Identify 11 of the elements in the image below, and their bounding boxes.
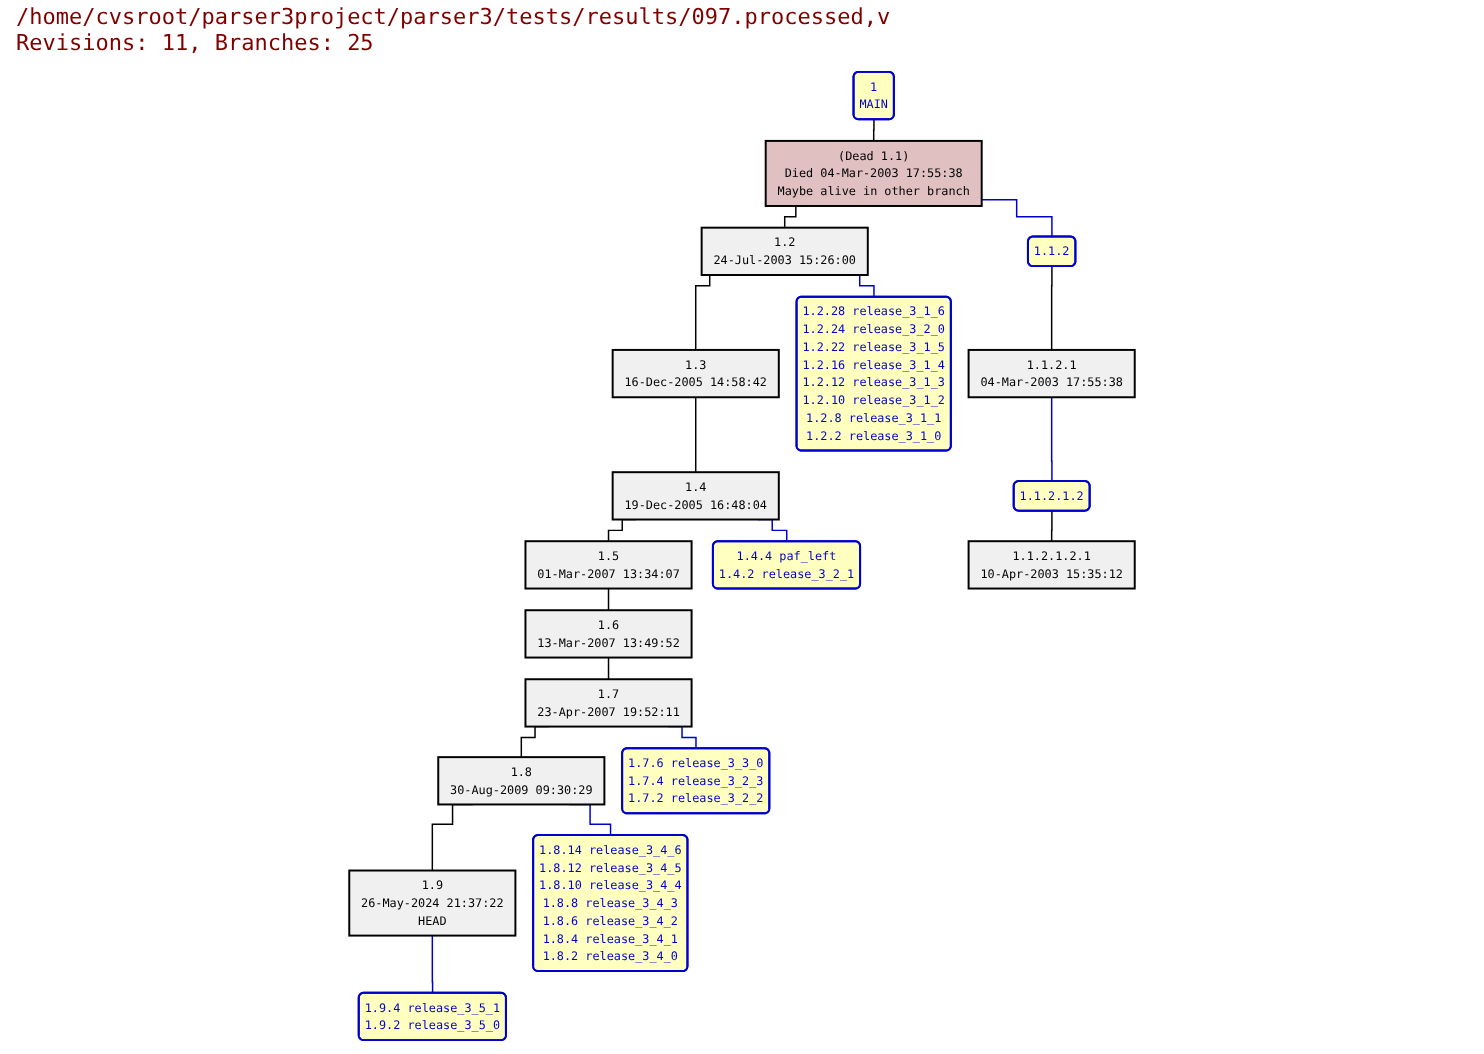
connector — [980, 199, 1053, 238]
connector — [431, 934, 434, 994]
connector — [607, 587, 610, 611]
connector — [1050, 510, 1053, 542]
connector — [695, 396, 697, 473]
file-path-title: /home/cvsroot/parser3project/parser3/tests/results/097.processed,v — [16, 4, 891, 30]
summary-note: Revisions: 11, Branches: 25 — [16, 30, 374, 56]
connector — [872, 118, 875, 142]
connector — [1050, 396, 1053, 483]
connector — [607, 656, 610, 680]
connector — [1050, 265, 1053, 351]
